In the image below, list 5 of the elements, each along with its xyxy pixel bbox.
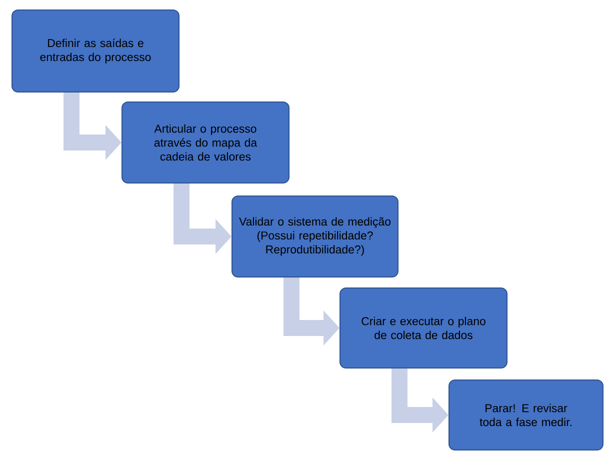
process-box: Parar! E revisar toda a fase medir. (448, 379, 604, 450)
process-box: Definir as saídas e entradas do processo (12, 10, 180, 92)
process-box: Articular o processo através do mapa da cadeia de valores (122, 101, 290, 184)
process-box: Validar o sistema de medição (Possui repetibilidade? Reprodutibilidade?) (232, 195, 398, 278)
process-box: Criar e executar o plano de coleta de dados (340, 287, 508, 368)
